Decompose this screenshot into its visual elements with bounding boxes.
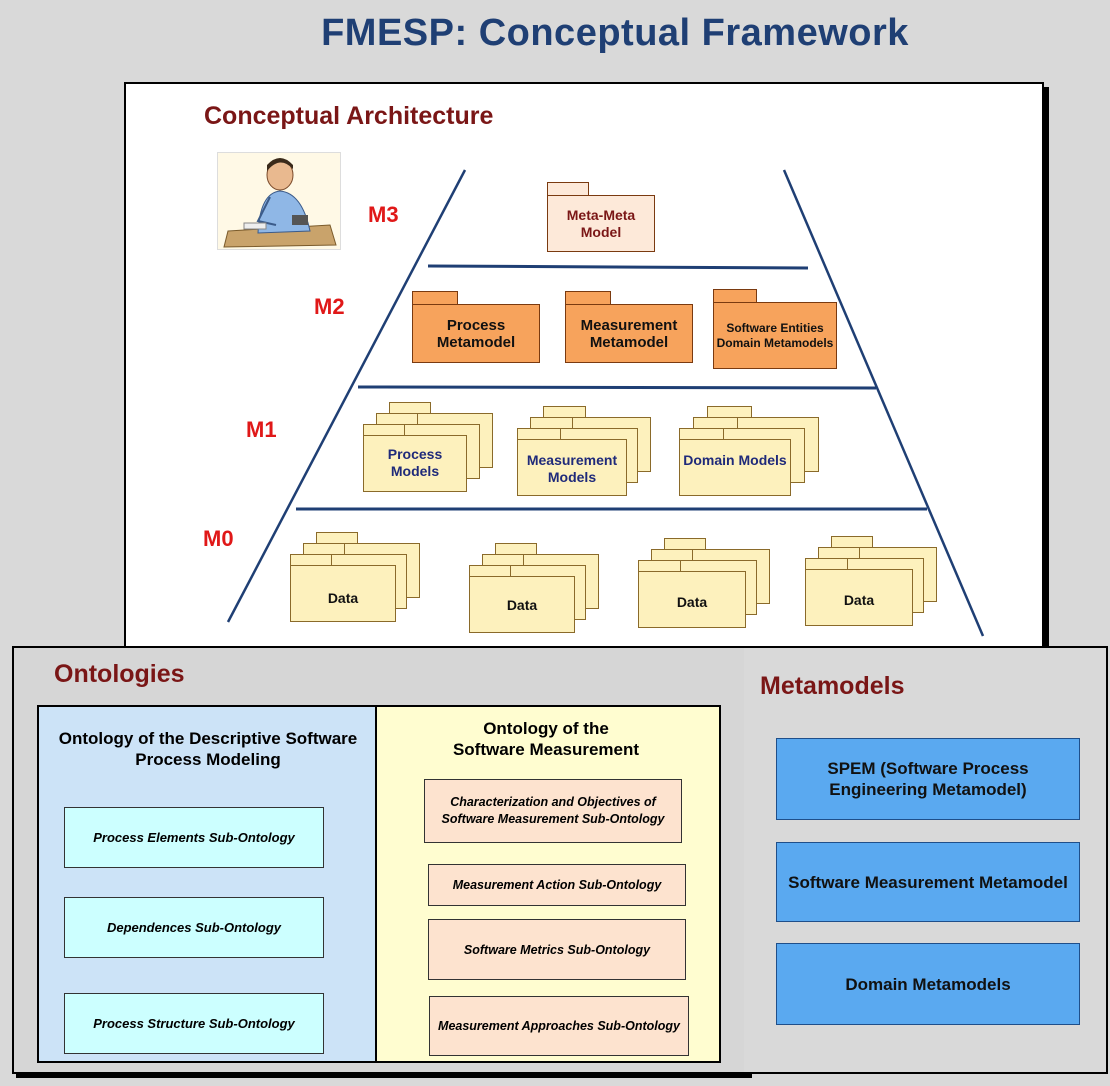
software-entities-domain-metamodels-package: Software Entities Domain Metamodels xyxy=(713,289,837,369)
data-stack-1: Data xyxy=(290,532,422,624)
level-label-m1: M1 xyxy=(246,417,277,442)
level-label-m2: M2 xyxy=(314,294,345,319)
measurement-models-stack: Measurement Models xyxy=(517,406,653,498)
metamodels-heading: Metamodels xyxy=(760,672,905,700)
measurement-approaches-sub-ontology: Measurement Approaches Sub-Ontology xyxy=(429,996,689,1056)
measurement-ontology-box: Ontology of the Software Measurement Cha… xyxy=(375,705,721,1063)
measurement-ontology-title: Ontology of the Software Measurement xyxy=(452,719,640,759)
domain-models-stack: Domain Models xyxy=(679,406,821,498)
process-models-stack: Process Models xyxy=(363,402,495,494)
data-stack-4: Data xyxy=(805,536,939,628)
software-measurement-metamodel-box: Software Measurement Metamodel xyxy=(776,842,1080,922)
data-stack-3: Data xyxy=(638,538,772,630)
level-label-m3: M3 xyxy=(368,202,399,227)
meta-meta-model-package: Meta-Meta Model xyxy=(547,182,655,252)
measurement-metamodel-package: Measurement Metamodel xyxy=(565,291,693,363)
process-metamodel-package: Process Metamodel xyxy=(412,291,540,363)
characterization-objectives-sub-ontology: Characterization and Objectives of Softw… xyxy=(424,779,682,843)
dependences-sub-ontology: Dependences Sub-Ontology xyxy=(64,897,324,958)
data-label-1: Data xyxy=(327,590,359,606)
measurement-action-sub-ontology: Measurement Action Sub-Ontology xyxy=(428,864,686,906)
level-label-m0: M0 xyxy=(203,526,234,551)
conceptual-architecture-heading: Conceptual Architecture xyxy=(204,102,494,130)
process-structure-sub-ontology: Process Structure Sub-Ontology xyxy=(64,993,324,1054)
process-models-label: Process Models xyxy=(387,446,443,479)
page-title: FMESP: Conceptual Framework xyxy=(321,12,909,54)
descriptive-ontology-title: Ontology of the Descriptive Software Pro… xyxy=(58,729,358,769)
ontologies-heading: Ontologies xyxy=(54,660,185,688)
software-metrics-sub-ontology: Software Metrics Sub-Ontology xyxy=(428,919,686,980)
measurement-models-label: Measurement Models xyxy=(526,452,618,485)
data-label-2: Data xyxy=(506,597,538,613)
domain-metamodels-box: Domain Metamodels xyxy=(776,943,1080,1025)
data-label-4: Data xyxy=(843,592,875,608)
data-label-3: Data xyxy=(676,594,708,610)
spem-metamodel-box: SPEM (Software Process Engineering Metam… xyxy=(776,738,1080,820)
data-stack-2: Data xyxy=(469,543,601,635)
process-elements-sub-ontology: Process Elements Sub-Ontology xyxy=(64,807,324,868)
domain-models-label: Domain Models xyxy=(683,452,787,468)
person-at-desk-icon xyxy=(217,152,341,250)
descriptive-ontology-box: Ontology of the Descriptive Software Pro… xyxy=(37,705,379,1063)
